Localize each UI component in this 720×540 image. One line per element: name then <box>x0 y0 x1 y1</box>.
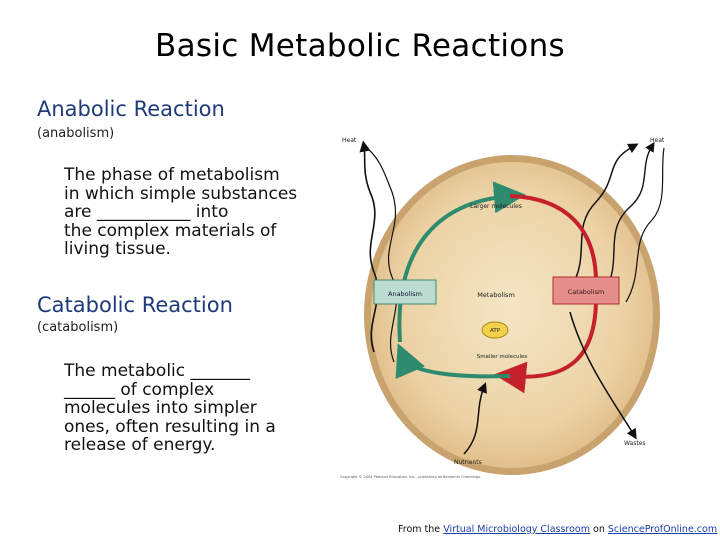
source-prefix: From the <box>398 524 441 535</box>
catabolic-definition: The metabolic _______ ______ of complex … <box>64 362 276 455</box>
page-title: Basic Metabolic Reactions <box>155 28 565 64</box>
anabolism-box <box>373 279 437 305</box>
atp-icon <box>481 321 509 339</box>
catabolic-line: molecules into simpler <box>64 398 257 418</box>
heat-arrow-right <box>573 143 639 283</box>
anabolic-line: the complex materials of <box>64 220 277 241</box>
heat-label-right: Heat <box>650 137 665 144</box>
catabolic-line: ones, often resulting in a <box>64 416 276 437</box>
wastes-arrow <box>569 311 637 440</box>
anabolism-arc-bottom <box>395 343 511 380</box>
anabolic-definition: The phase of metabolism in which simple … <box>64 166 297 259</box>
anabolic-heading: Anabolic Reaction <box>37 97 225 121</box>
catabolic-line: ______ of complex <box>64 379 215 400</box>
smaller-molecules-label: Smaller molecules <box>477 354 528 360</box>
catabolism-arrow-down <box>494 297 598 394</box>
larger-molecules-label: Larger molecules <box>470 203 522 210</box>
anabolic-line: The phase of metabolism <box>64 165 280 185</box>
metabolism-diagram: Anabolism Catabolism Metabolism Larger m… <box>340 137 665 479</box>
heat-label-left: Heat <box>342 137 357 144</box>
anabolic-line: living tissue. <box>64 239 171 259</box>
catabolic-line: release of energy. <box>64 435 216 455</box>
anabolism-arrow-up <box>397 181 526 343</box>
anabolic-line: are ___________ into <box>64 202 229 222</box>
heat-arrow-right-3 <box>625 147 665 303</box>
metabolism-label: Metabolism <box>477 291 515 299</box>
catabolic-paren: (catabolism) <box>37 320 119 335</box>
atp-label: ATP <box>490 328 501 334</box>
source-credit: From the Virtual Microbiology Classroom … <box>398 524 717 535</box>
catabolic-heading: Catabolic Reaction <box>37 293 233 317</box>
catabolism-box <box>552 276 620 305</box>
wastes-label: Wastes <box>624 440 646 447</box>
anabolic-line: in which simple substances <box>64 183 298 204</box>
anabolism-label: Anabolism <box>388 290 422 298</box>
heat-arrow-left-2 <box>361 143 398 363</box>
copyright-label: Copyright © 2004 Pearson Education, Inc.… <box>340 475 481 479</box>
catabolism-arc-top <box>509 194 598 283</box>
virtual-microbiology-link[interactable]: Virtual Microbiology Classroom <box>443 524 590 535</box>
heat-arrow-right-2 <box>603 141 655 293</box>
nutrients-label: Nutrients <box>454 459 482 466</box>
heat-arrow-left <box>359 140 379 353</box>
catabolic-line: The metabolic _______ <box>64 361 251 381</box>
nutrients-arrow <box>463 382 487 455</box>
source-middle: on <box>593 524 605 535</box>
scienceprofonline-link[interactable]: ScienceProfOnline.com <box>607 524 718 535</box>
anabolic-paren: (anabolism) <box>37 126 115 141</box>
catabolism-label: Catabolism <box>568 288 605 296</box>
